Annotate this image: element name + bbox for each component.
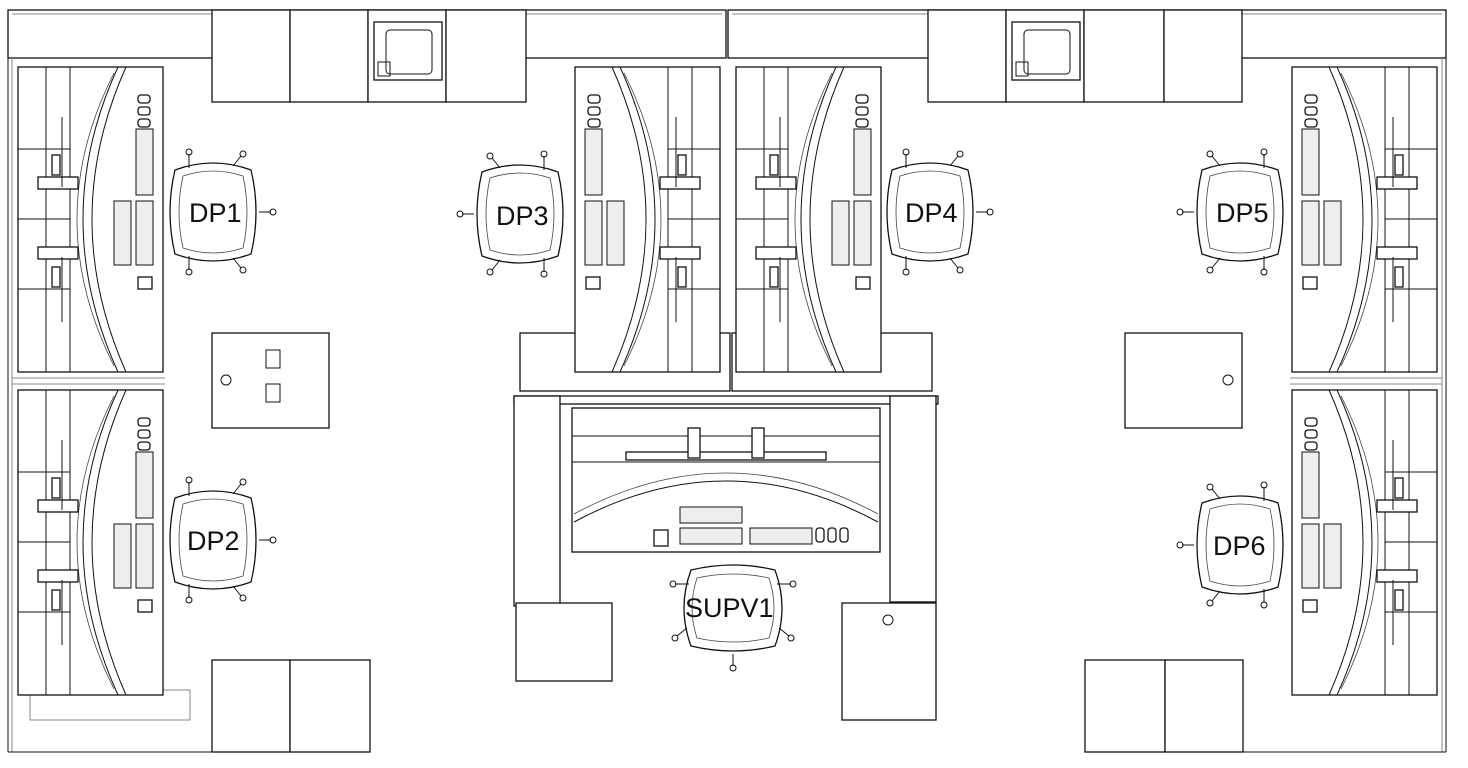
station-label-dp4: DP4	[905, 198, 958, 228]
printer-icon	[1011, 21, 1081, 81]
station-label-dp6: DP6	[1213, 531, 1266, 561]
station-label-supv1: SUPV1	[685, 593, 774, 623]
side-cabinets	[211, 332, 1243, 429]
printer-icon	[373, 21, 443, 81]
workstation-dp3	[456, 67, 731, 392]
workstation-supv1	[513, 395, 939, 721]
workstation-dp4	[731, 66, 994, 392]
station-label-dp1: DP1	[189, 198, 242, 228]
station-label-dp5: DP5	[1216, 198, 1269, 228]
station-label-dp2: DP2	[187, 526, 240, 556]
bottom-cabinets	[29, 659, 1244, 753]
station-label-dp3: DP3	[496, 201, 549, 231]
top-cabinets	[211, 9, 1243, 103]
